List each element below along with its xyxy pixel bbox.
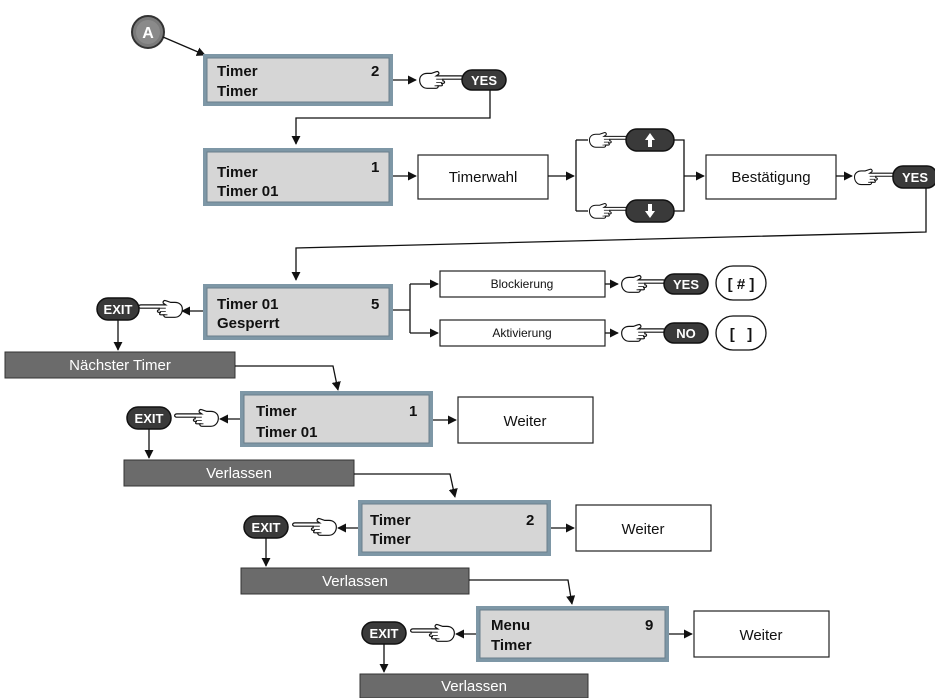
weiter-box-3: Weiter — [693, 610, 830, 658]
lcd-number: 1 — [371, 159, 379, 176]
lcd-line2: Gesperrt — [217, 315, 280, 332]
lcd-number: 5 — [371, 296, 379, 313]
weiter-box-2: Weiter — [575, 504, 712, 552]
blockierung-box: Blockierung — [439, 270, 606, 298]
pointing-hand-icon — [409, 623, 456, 642]
weiter-box-1: Weiter — [457, 396, 594, 444]
timerwahl-label: Timerwahl — [449, 169, 518, 186]
yes-key[interactable]: YES — [892, 165, 935, 189]
pointing-hand-icon — [853, 168, 896, 186]
verlassen-label: Verlassen — [322, 573, 388, 590]
lcd-line2: Timer — [370, 531, 411, 548]
exit-key-label: EXIT — [104, 302, 133, 317]
weiter-label: Weiter — [621, 521, 664, 538]
pointing-hand-icon — [620, 323, 667, 342]
exit-key[interactable]: EXIT — [96, 297, 140, 321]
bestaetigung-label: Bestätigung — [731, 169, 810, 186]
active-symbol-label: [ ] — [730, 326, 753, 343]
exit-key[interactable]: EXIT — [126, 406, 172, 430]
up-arrow-key[interactable] — [625, 128, 675, 152]
pointing-hand-icon — [173, 408, 220, 427]
exit-key-label: EXIT — [370, 626, 399, 641]
yes-key-label: YES — [902, 170, 928, 185]
pointing-hand-icon — [418, 70, 465, 89]
weiter-label: Weiter — [739, 627, 782, 644]
active-symbol: [ ] — [715, 315, 767, 351]
lcd-line1: Timer 01 — [217, 296, 278, 313]
aktivierung-label: Aktivierung — [492, 326, 551, 340]
lcd-line2: Timer — [217, 83, 258, 100]
lcd-number: 9 — [645, 617, 653, 634]
bestaetigung-box: Bestätigung — [705, 154, 837, 200]
no-key[interactable]: NO — [663, 322, 709, 344]
lcd-line2: Timer 01 — [256, 424, 317, 441]
pointing-hand-icon — [137, 299, 184, 318]
naechster-timer-label: Nächster Timer — [69, 357, 171, 374]
blockierung-label: Blockierung — [491, 277, 554, 291]
lcd-line1: Timer — [256, 403, 297, 420]
lcd-screen-6: Menu Timer 9 — [476, 606, 669, 662]
lcd-screen-2: Timer Timer 01 1 — [203, 148, 393, 206]
lcd-line1: Timer — [217, 164, 258, 181]
pointing-hand-icon — [291, 517, 338, 536]
lcd-screen-3: Timer 01 Gesperrt 5 — [203, 284, 393, 340]
naechster-timer-bar: Nächster Timer — [4, 351, 236, 379]
lcd-number: 1 — [409, 403, 417, 420]
lcd-screen-4: Timer Timer 01 1 — [240, 391, 433, 447]
verlassen-bar-2: Verlassen — [240, 567, 470, 595]
locked-symbol-label: [ # ] — [728, 276, 755, 293]
no-key-label: NO — [676, 326, 696, 341]
timerwahl-box: Timerwahl — [417, 154, 549, 200]
locked-symbol: [ # ] — [715, 265, 767, 301]
verlassen-bar-1: Verlassen — [123, 459, 355, 487]
lcd-screen-5: Timer Timer 2 — [358, 500, 551, 556]
down-arrow-key[interactable] — [625, 199, 675, 223]
exit-key-label: EXIT — [252, 520, 281, 535]
lcd-screen-1: Timer Timer 2 — [203, 54, 393, 106]
weiter-label: Weiter — [503, 413, 546, 430]
pointing-hand-icon — [588, 202, 629, 219]
aktivierung-box: Aktivierung — [439, 319, 606, 347]
lcd-number: 2 — [526, 512, 534, 529]
start-marker-label: A — [142, 25, 154, 42]
exit-key-label: EXIT — [135, 411, 164, 426]
lcd-line1: Timer — [370, 512, 411, 529]
pointing-hand-icon — [620, 274, 667, 293]
verlassen-label: Verlassen — [441, 678, 507, 695]
exit-key[interactable]: EXIT — [243, 515, 289, 539]
lcd-line1: Timer — [217, 63, 258, 80]
lcd-line2: Timer — [491, 637, 532, 654]
yes-key[interactable]: YES — [461, 69, 507, 91]
lcd-line2: Timer 01 — [217, 183, 278, 200]
exit-key[interactable]: EXIT — [361, 621, 407, 645]
verlassen-bar-3: Verlassen — [359, 673, 589, 698]
pointing-hand-icon — [588, 131, 629, 148]
lcd-number: 2 — [371, 63, 379, 80]
yes-key-label: YES — [471, 73, 497, 88]
lcd-line1: Menu — [491, 617, 530, 634]
verlassen-label: Verlassen — [206, 465, 272, 482]
start-marker-a: A — [131, 15, 165, 49]
yes-key-label: YES — [673, 277, 699, 292]
yes-key[interactable]: YES — [663, 273, 709, 295]
